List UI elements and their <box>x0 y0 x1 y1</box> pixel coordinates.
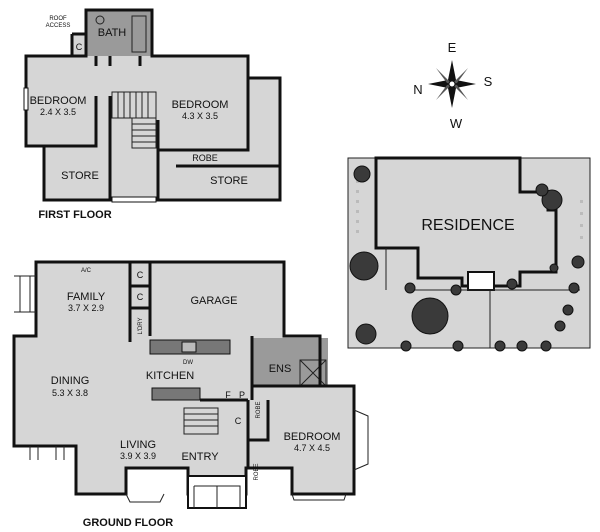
robe-label-1: ROBE <box>256 401 262 418</box>
first-floor-rooms <box>26 56 280 200</box>
fridge-label: F <box>225 390 231 400</box>
laundry-label: L'DRY <box>138 317 144 334</box>
compass-s: S <box>484 74 493 89</box>
pantry-label: P <box>239 390 245 400</box>
bath-label: BATH <box>98 27 127 39</box>
cupboard-c3: C <box>235 416 242 426</box>
entry-label: ENTRY <box>181 451 219 463</box>
dining-size: 5.3 X 3.8 <box>52 388 88 398</box>
family-size: 3.7 X 2.9 <box>68 303 104 313</box>
bedroom-label: BEDROOM <box>284 431 341 443</box>
bedroom-right-size: 4.3 X 3.5 <box>182 111 218 121</box>
bedroom-size: 4.7 X 4.5 <box>294 443 330 453</box>
ground-floor-caption: GROUND FLOOR <box>83 517 173 529</box>
living-label: LIVING <box>120 439 156 451</box>
compass-rose-icon <box>428 60 476 108</box>
first-floor-plan: ROOF ACCESS C BATH BEDROOM 2.4 X 3.5 BED… <box>23 8 282 221</box>
sink <box>181 341 197 353</box>
ensuite-label: ENS <box>269 363 292 375</box>
robe-label: ROBE <box>192 153 218 163</box>
bedroom-left-label: BEDROOM <box>30 95 87 107</box>
store-right-label: STORE <box>210 175 248 187</box>
dishwasher-label: DW <box>183 360 193 366</box>
family-label: FAMILY <box>67 291 106 303</box>
store-left-label: STORE <box>61 170 99 182</box>
residence-label: RESIDENCE <box>421 217 514 234</box>
roof-access-label-2: ACCESS <box>46 23 71 29</box>
compass-n: N <box>413 82 422 97</box>
first-floor-caption: FIRST FLOOR <box>38 209 111 221</box>
compass-w: W <box>450 116 463 131</box>
bedroom-right-label: BEDROOM <box>172 99 229 111</box>
stair-first <box>111 91 157 149</box>
residence-building <box>374 156 558 288</box>
compass: E N S W <box>413 40 492 131</box>
bedroom-left-size: 2.4 X 3.5 <box>40 107 76 117</box>
cupboard-label: C <box>76 42 83 52</box>
trees <box>349 165 585 352</box>
kitchen-label: KITCHEN <box>146 370 194 382</box>
site-plan: RESIDENCE <box>347 156 591 352</box>
bathtub <box>131 15 147 53</box>
basin <box>95 15 105 25</box>
kitchen-bench <box>151 387 201 401</box>
stair-ground <box>183 407 219 435</box>
porch <box>467 271 495 291</box>
ground-floor-plan: A/C FAMILY 3.7 X 2.9 C C L'DRY GARAGE DW… <box>12 260 369 529</box>
cupboard-c2: C <box>137 292 144 302</box>
ac-label: A/C <box>81 268 92 274</box>
living-size: 3.9 X 3.9 <box>120 451 156 461</box>
robe-label-2: ROBE <box>254 463 260 480</box>
compass-e: E <box>448 40 457 55</box>
roof-access-label-1: ROOF <box>49 16 67 22</box>
cupboard-c1: C <box>137 270 144 280</box>
dining-label: DINING <box>51 375 90 387</box>
garage-label: GARAGE <box>190 295 237 307</box>
ensuite-room <box>252 338 328 386</box>
cupboard-c <box>72 34 86 56</box>
